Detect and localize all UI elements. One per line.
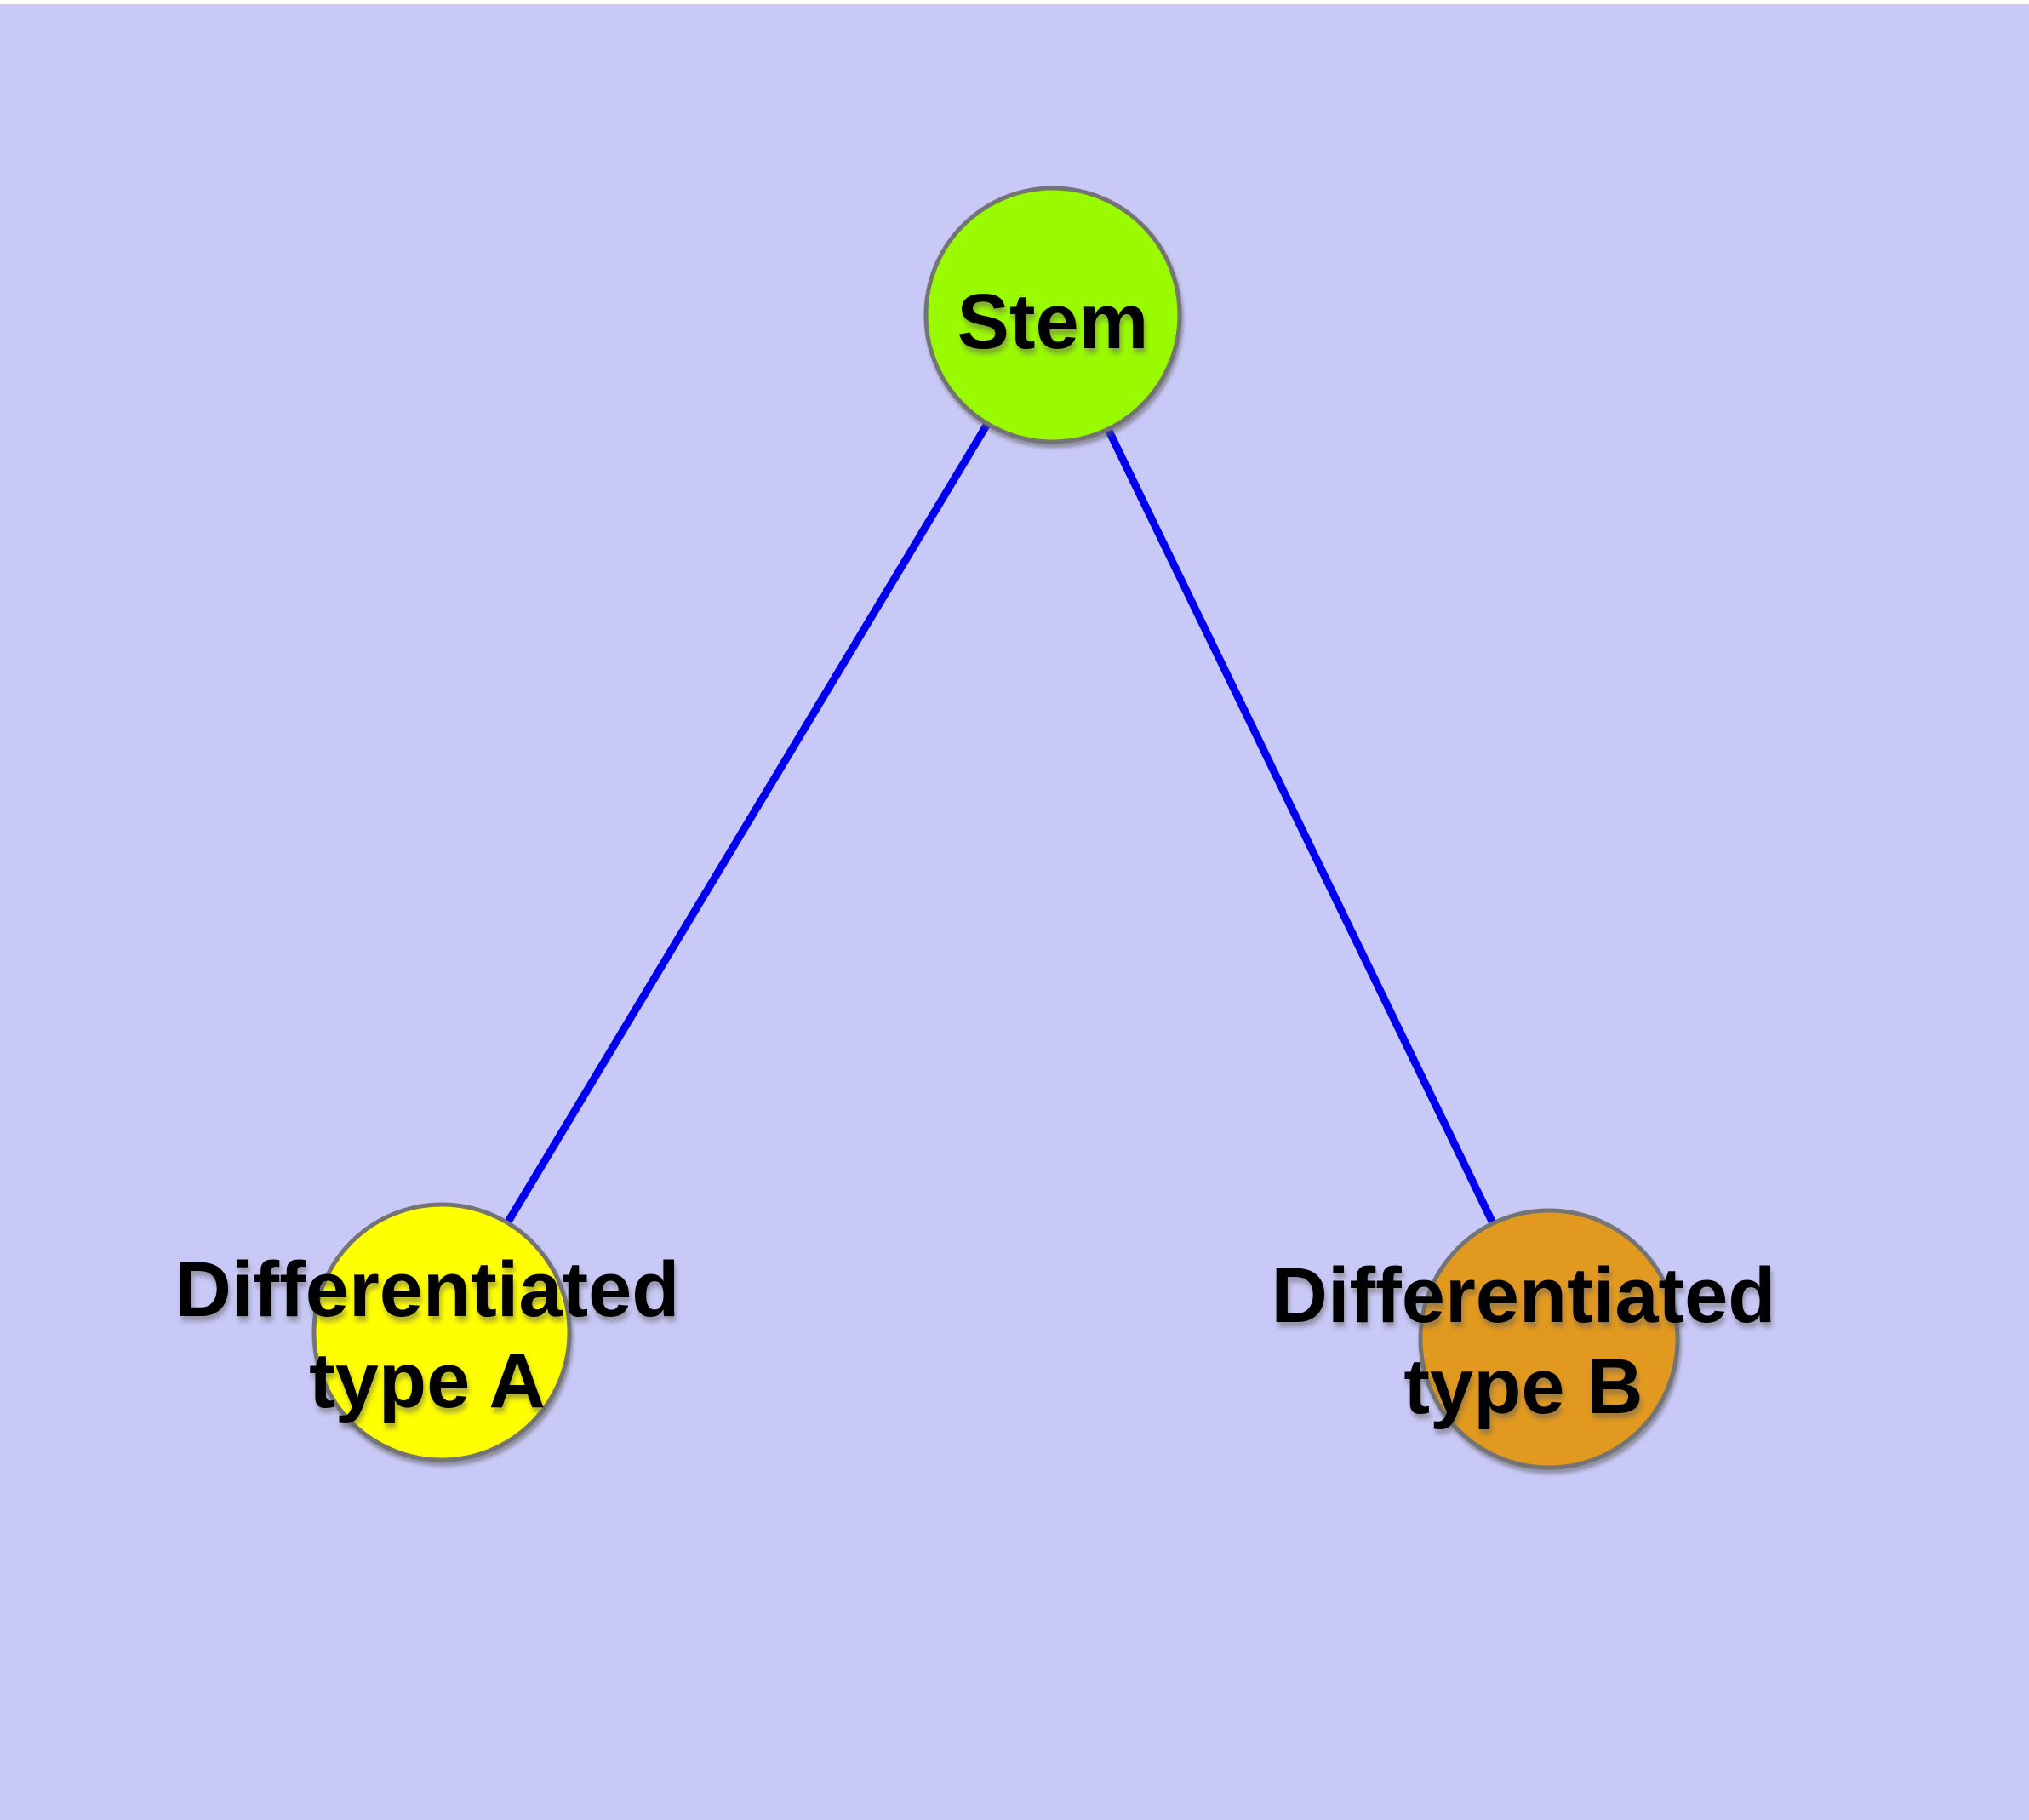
node-type-a-label-line2: type A [309,1337,546,1424]
edge-stem-to-type-a [438,312,1056,1335]
canvas-top-edge [0,0,2029,4]
node-differentiated-type-a[interactable] [311,1202,572,1462]
node-stem[interactable] [923,186,1182,444]
node-type-a-label-line1: Differentiated [175,1246,680,1333]
edge-stem-to-type-b [1049,313,1553,1341]
node-differentiated-type-b[interactable] [1418,1208,1680,1470]
node-type-b-label-line1: Differentiated [1272,1252,1776,1339]
node-stem-label: Stem [957,278,1149,365]
node-type-b-label-line2: type B [1403,1343,1643,1430]
